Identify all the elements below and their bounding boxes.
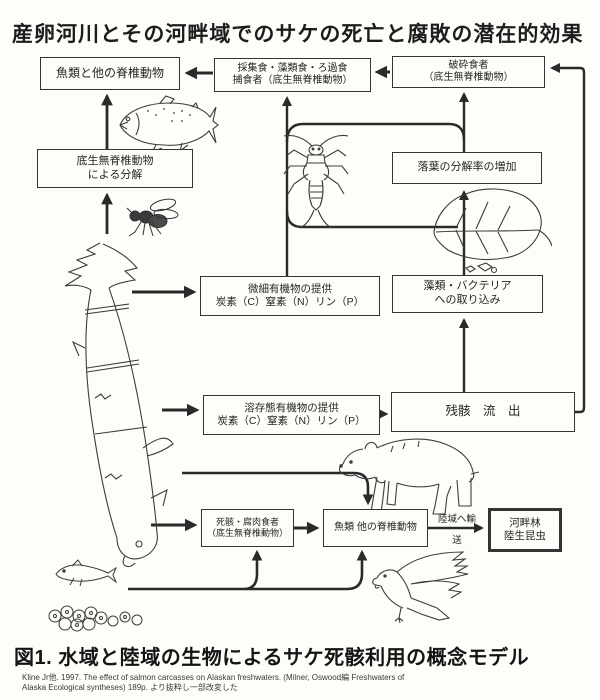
citation-line-2: Alaska Ecological syntheses) 189p. より抜粋し…: [22, 683, 238, 692]
box-line: 炭素（C）窒素（N）リン（P）: [215, 296, 365, 308]
box-line: 藻類・バクテリア: [423, 280, 512, 293]
box-line: （底生無脊椎動物）: [206, 528, 288, 538]
box-line: 底生無脊椎動物: [76, 154, 154, 167]
eagle-illustration: [372, 551, 469, 624]
blowfly-illustration: [126, 198, 179, 237]
brown-bear-illustration: [338, 438, 480, 515]
box-line: への取り込み: [434, 294, 501, 306]
figure-title: 産卵河川とその河畔域でのサケの死亡と腐敗の潜在的効果: [12, 23, 584, 46]
citation-line-1: Kline Jr他. 1997. The effect of salmon ca…: [22, 673, 405, 682]
figure-caption: 図1. 水域と陸域の生物によるサケ死骸利用の概念モデル: [14, 647, 530, 669]
figure-citation: Kline Jr他. 1997. The effect of salmon ca…: [22, 673, 582, 693]
box-collector-grazer-filter-feeders: 採集食・藻類食・ろ過食 捕食者（底生無脊椎動物）: [214, 58, 371, 92]
box-riparian-forest-terrestrial-insects: 河畔林 陸生昆虫: [488, 508, 562, 552]
box-line: （底生無脊椎動物）: [423, 72, 514, 83]
salmon-carcass-illustration: [64, 242, 174, 568]
box-line: 破砕食者: [448, 59, 489, 71]
box-carcass-washout: 残骸 流 出: [391, 392, 575, 432]
box-line: 残骸 流 出: [445, 404, 521, 419]
transport-to-land-label-top: 陸域へ輸: [437, 514, 476, 525]
arrow-washout-to-shredders-right-margin: [549, 62, 586, 414]
box-leaf-litter-decomposition-increase: 落葉の分解率の増加: [392, 152, 542, 184]
box-line: 魚類と他の脊椎動物: [55, 66, 164, 80]
box-dissolved-organic-matter-supply: 溶存態有機物の提供 炭素（C）窒素（N）リン（P）: [203, 395, 380, 435]
box-fine-organic-matter-supply: 微細有機物の提供 炭素（C）窒素（N）リン（P）: [200, 276, 380, 316]
box-benthic-invertebrate-decomposition: 底生無脊椎動物 による分解: [37, 149, 193, 188]
box-shredders: 破砕食者 （底生無脊椎動物）: [392, 56, 545, 88]
box-line: 落葉の分解率の増加: [417, 161, 517, 174]
connector-fine-organic-to-shredders-branch: [285, 122, 466, 143]
box-line: 河畔林: [509, 516, 541, 529]
box-line: 魚類 他の脊椎動物: [334, 521, 417, 533]
arrow-bottom-to-scavengers: [243, 549, 263, 591]
transport-to-land-label-bottom: 送: [452, 535, 462, 546]
box-line: 溶存態有機物の提供: [244, 401, 339, 414]
arrow-bottom-to-fish-other: [128, 549, 368, 591]
arrow-carcass-to-fish-other-top: [182, 471, 374, 506]
box-fish-and-other-vertebrates: 魚類と他の脊椎動物: [40, 57, 180, 90]
live-salmon-illustration: [119, 95, 219, 153]
box-line: 微細有機物の提供: [248, 282, 332, 295]
box-line: 採集食・藻類食・ろ過食: [237, 62, 348, 74]
salmon-eggs-illustration: [48, 605, 143, 632]
stonefly-nymph-illustration: [283, 134, 349, 229]
fallen-leaf-illustration: [433, 188, 552, 274]
box-fish-other-vertebrates-bottom: 魚類 他の脊椎動物: [323, 509, 428, 547]
box-line: 死骸・腐肉食者: [215, 516, 279, 527]
small-fish-illustration: [55, 559, 118, 587]
box-line: 陸生昆虫: [504, 530, 546, 542]
box-line: 炭素（C）窒素（N）リン（P）: [217, 415, 366, 427]
box-carrion-scavengers: 死骸・腐肉食者 （底生無脊椎動物）: [201, 509, 294, 547]
box-line: 捕食者（底生無脊椎動物）: [232, 75, 353, 86]
box-algae-bacteria-uptake: 藻類・バクテリア への取り込み: [392, 275, 543, 313]
box-line: による分解: [87, 168, 143, 181]
